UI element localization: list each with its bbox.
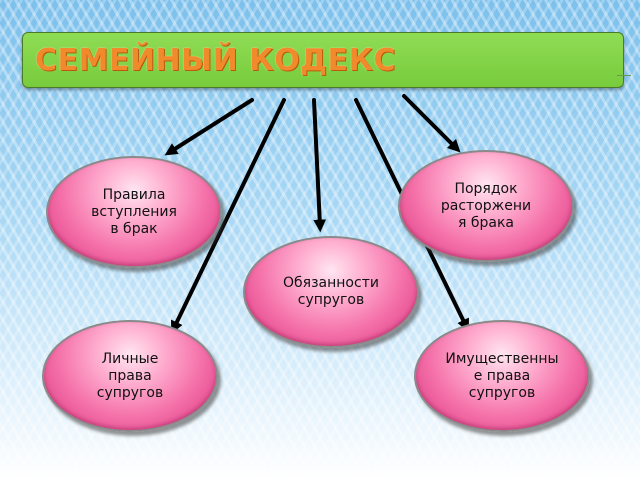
node-spouse-duties: Обязанности супругов	[243, 236, 419, 348]
arrow-to-marriage-rules	[164, 98, 254, 156]
node-marriage-rules: Правила вступления в брак	[46, 156, 222, 268]
arrow-to-personal-rights	[171, 98, 286, 334]
node-property-rights-label: Имущественны е права супругов	[445, 350, 559, 401]
node-divorce-procedure: Порядок расторжени я брака	[398, 150, 574, 262]
node-personal-rights: Личные права супругов	[42, 320, 218, 432]
node-divorce-procedure-label: Порядок расторжени я брака	[440, 180, 532, 231]
node-personal-rights-label: Личные права супругов	[96, 350, 164, 401]
page-title: СЕМЕЙНЫЙ КОДЕКС	[35, 43, 396, 78]
node-marriage-rules-label: Правила вступления в брак	[91, 186, 177, 237]
title-bar: СЕМЕЙНЫЙ КОДЕКС	[22, 32, 631, 88]
node-property-rights: Имущественны е права супругов	[414, 320, 590, 432]
title-bar-accent-line	[617, 75, 631, 76]
node-spouse-duties-label: Обязанности супругов	[283, 275, 379, 308]
arrow-to-divorce-procedure	[402, 94, 461, 153]
arrow-to-spouse-duties	[312, 98, 327, 233]
